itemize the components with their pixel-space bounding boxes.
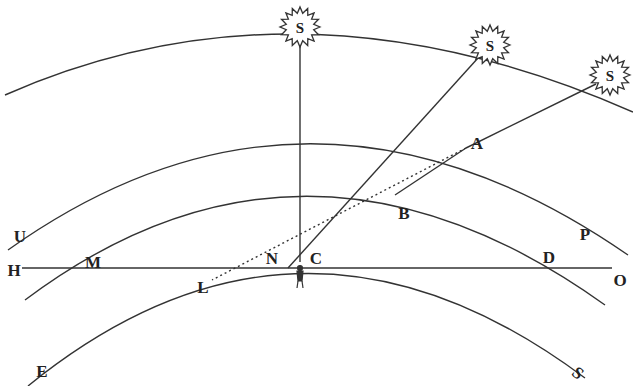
- point-label: E: [36, 363, 47, 380]
- sun-label: S: [486, 39, 494, 54]
- point-label: M: [85, 254, 101, 271]
- sun-symbol: [470, 25, 510, 65]
- sun-path-arc: [5, 34, 633, 112]
- point-label: D: [543, 249, 555, 266]
- outer-atmosphere-arc: [8, 144, 628, 255]
- point-label: L: [197, 279, 208, 296]
- sun-symbol: [590, 55, 630, 95]
- point-label: B: [398, 205, 409, 222]
- sun-label: S: [296, 21, 304, 36]
- apparent-ray: [212, 148, 466, 280]
- refracted-ray: [395, 148, 466, 195]
- inner-atmosphere-arc: [25, 196, 605, 305]
- vertical-ray: [299, 43, 300, 262]
- point-label: U: [14, 228, 26, 245]
- point-label: C: [310, 250, 322, 267]
- low-ray: [466, 84, 596, 148]
- sun-label: S: [606, 69, 614, 84]
- point-label: H: [7, 262, 20, 279]
- observer-figure: [297, 266, 303, 289]
- point-label: N: [266, 250, 278, 267]
- point-label: O: [613, 272, 626, 289]
- horizon-line: [22, 267, 612, 268]
- earth-surface-arc: [28, 273, 585, 386]
- point-label: P: [580, 226, 590, 243]
- oblique-ray: [288, 58, 478, 268]
- sun-symbol: [280, 7, 320, 47]
- point-label: S: [569, 363, 587, 382]
- point-label: A: [471, 135, 483, 152]
